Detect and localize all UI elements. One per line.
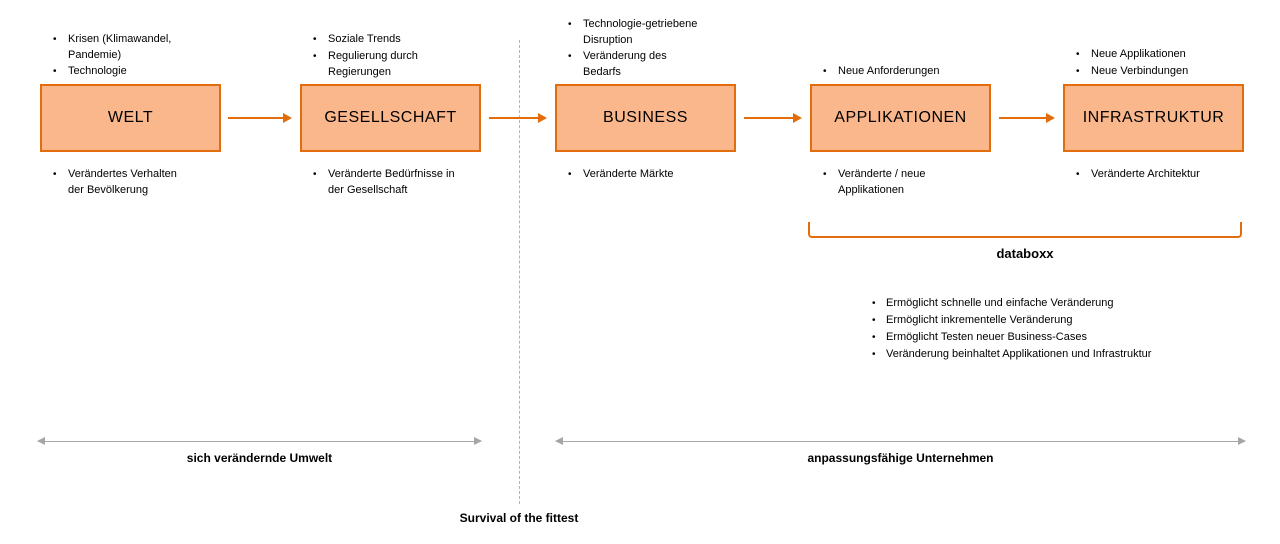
stage-box-business: BUSINESS (555, 84, 736, 152)
stage-welt-below-list: Verändertes Verhalten der Bevölkerung (40, 166, 248, 198)
stage-applikationen: Neue Anforderungen APPLIKATIONEN Verände… (810, 0, 991, 544)
list-item: Technologie (40, 63, 245, 80)
bullet-text: Technologie (68, 65, 127, 77)
stage-infrastruktur-below-list: Veränderte Architektur (1063, 166, 1271, 183)
stage-applikationen-above-list: Neue Anforderungen (810, 6, 1015, 80)
list-item: Technologie-getriebene Disruption (555, 16, 760, 48)
list-item: Soziale Trends (300, 31, 505, 48)
list-item: Veränderte Bedürfnisse in der Gesellscha… (300, 166, 508, 198)
list-item: Krisen (Klimawandel, Pandemie) (40, 31, 245, 63)
double-arrow-icon (37, 437, 482, 445)
stage-business-above-list: Technologie-getriebene Disruption Veränd… (555, 6, 760, 80)
bullet-text: Neue Applikationen (1091, 48, 1186, 60)
stage-title: GESELLSCHAFT (324, 109, 457, 126)
list-item: Veränderung des Bedarfs (555, 48, 760, 80)
stage-infrastruktur-above-list: Neue Applikationen Neue Verbindungen (1063, 6, 1268, 80)
list-item: Veränderte Architektur (1063, 166, 1271, 183)
bullet-icon (1063, 46, 1091, 63)
bullet-icon (810, 166, 838, 198)
right-span-label: anpassungsfähige Unternehmen (807, 451, 994, 465)
bullet-icon (860, 346, 886, 363)
list-item: Ermöglicht schnelle und einfache Verände… (860, 295, 1280, 312)
bullet-text: Ermöglicht schnelle und einfache Verände… (886, 297, 1114, 309)
stage-title: WELT (107, 109, 154, 126)
stage-box-gesellschaft: GESELLSCHAFT (300, 84, 481, 152)
double-arrow-icon (555, 437, 1246, 445)
bullet-text: Regulierung durch Regierungen (328, 50, 418, 78)
arrow-right-icon (228, 113, 292, 123)
arrow-right-icon (489, 113, 547, 123)
list-item: Ermöglicht inkrementelle Veränderung (860, 312, 1280, 329)
stage-business-below-list: Veränderte Märkte (555, 166, 763, 183)
list-item: Verändertes Verhalten der Bevölkerung (40, 166, 248, 198)
divider-caption: Survival of the fittest (459, 511, 579, 525)
stage-title: INFRASTRUKTUR (1082, 109, 1225, 126)
list-item: Neue Verbindungen (1063, 63, 1268, 80)
stage-box-welt: WELT (40, 84, 221, 152)
stage-business: Technologie-getriebene Disruption Veränd… (555, 0, 736, 544)
bullet-icon (40, 63, 68, 80)
stage-title: APPLIKATIONEN (834, 109, 967, 126)
bullet-icon (300, 31, 328, 48)
bullet-icon (40, 166, 68, 198)
stage-title: BUSINESS (603, 109, 688, 126)
stage-gesellschaft: Soziale Trends Regulierung durch Regieru… (300, 0, 481, 544)
bullet-text: Neue Anforderungen (838, 65, 940, 77)
left-span-label: sich verändernde Umwelt (186, 451, 333, 465)
list-item: Neue Applikationen (1063, 46, 1268, 63)
stage-box-applikationen: APPLIKATIONEN (810, 84, 991, 152)
bullet-text: Ermöglicht Testen neuer Business-Cases (886, 331, 1087, 343)
stage-box-infrastruktur: INFRASTRUKTUR (1063, 84, 1244, 152)
list-item: Ermöglicht Testen neuer Business-Cases (860, 329, 1280, 346)
list-item: Regulierung durch Regierungen (300, 48, 505, 80)
bullet-icon (300, 48, 328, 80)
list-item: Neue Anforderungen (810, 63, 1015, 80)
bullet-icon (860, 295, 886, 312)
databoxx-label: databoxx (996, 246, 1054, 261)
bullet-text: Veränderte Architektur (1091, 168, 1200, 180)
bullet-icon (810, 63, 838, 80)
list-item: Veränderte / neue Applikationen (810, 166, 1018, 198)
arrow-right-icon (999, 113, 1055, 123)
stage-infrastruktur: Neue Applikationen Neue Verbindungen INF… (1063, 0, 1244, 544)
stage-gesellschaft-above-list: Soziale Trends Regulierung durch Regieru… (300, 6, 505, 80)
bullet-text: Veränderte Bedürfnisse in der Gesellscha… (328, 168, 455, 196)
list-item: Veränderte Märkte (555, 166, 763, 183)
bullet-text: Veränderte / neue Applikationen (838, 168, 926, 196)
stage-applikationen-below-list: Veränderte / neue Applikationen (810, 166, 1018, 198)
stage-gesellschaft-below-list: Veränderte Bedürfnisse in der Gesellscha… (300, 166, 508, 198)
bullet-text: Verändertes Verhalten der Bevölkerung (68, 168, 177, 196)
dashed-divider-line (519, 40, 520, 504)
bullet-text: Veränderung des Bedarfs (583, 50, 667, 78)
bullet-text: Ermöglicht inkrementelle Veränderung (886, 314, 1073, 326)
bullet-text: Krisen (Klimawandel, Pandemie) (68, 33, 172, 61)
bullet-icon (1063, 63, 1091, 80)
bullet-text: Technologie-getriebene Disruption (583, 18, 698, 46)
bullet-icon (860, 312, 886, 329)
bullet-text: Soziale Trends (328, 33, 401, 45)
bullet-text: Veränderung beinhaltet Applikationen und… (886, 348, 1152, 360)
bullet-icon (555, 48, 583, 80)
bullet-text: Neue Verbindungen (1091, 65, 1189, 77)
bullet-icon (300, 166, 328, 198)
databoxx-bracket (808, 222, 1242, 238)
bullet-icon (40, 31, 68, 63)
bullet-icon (555, 16, 583, 48)
databoxx-bullet-list: Ermöglicht schnelle und einfache Verände… (860, 295, 1280, 363)
bullet-icon (860, 329, 886, 346)
stage-welt-above-list: Krisen (Klimawandel, Pandemie) Technolog… (40, 6, 245, 80)
stage-welt: Krisen (Klimawandel, Pandemie) Technolog… (40, 0, 221, 544)
arrow-right-icon (744, 113, 802, 123)
bullet-icon (555, 166, 583, 183)
bullet-icon (1063, 166, 1091, 183)
bullet-text: Veränderte Märkte (583, 168, 674, 180)
list-item: Veränderung beinhaltet Applikationen und… (860, 346, 1280, 363)
